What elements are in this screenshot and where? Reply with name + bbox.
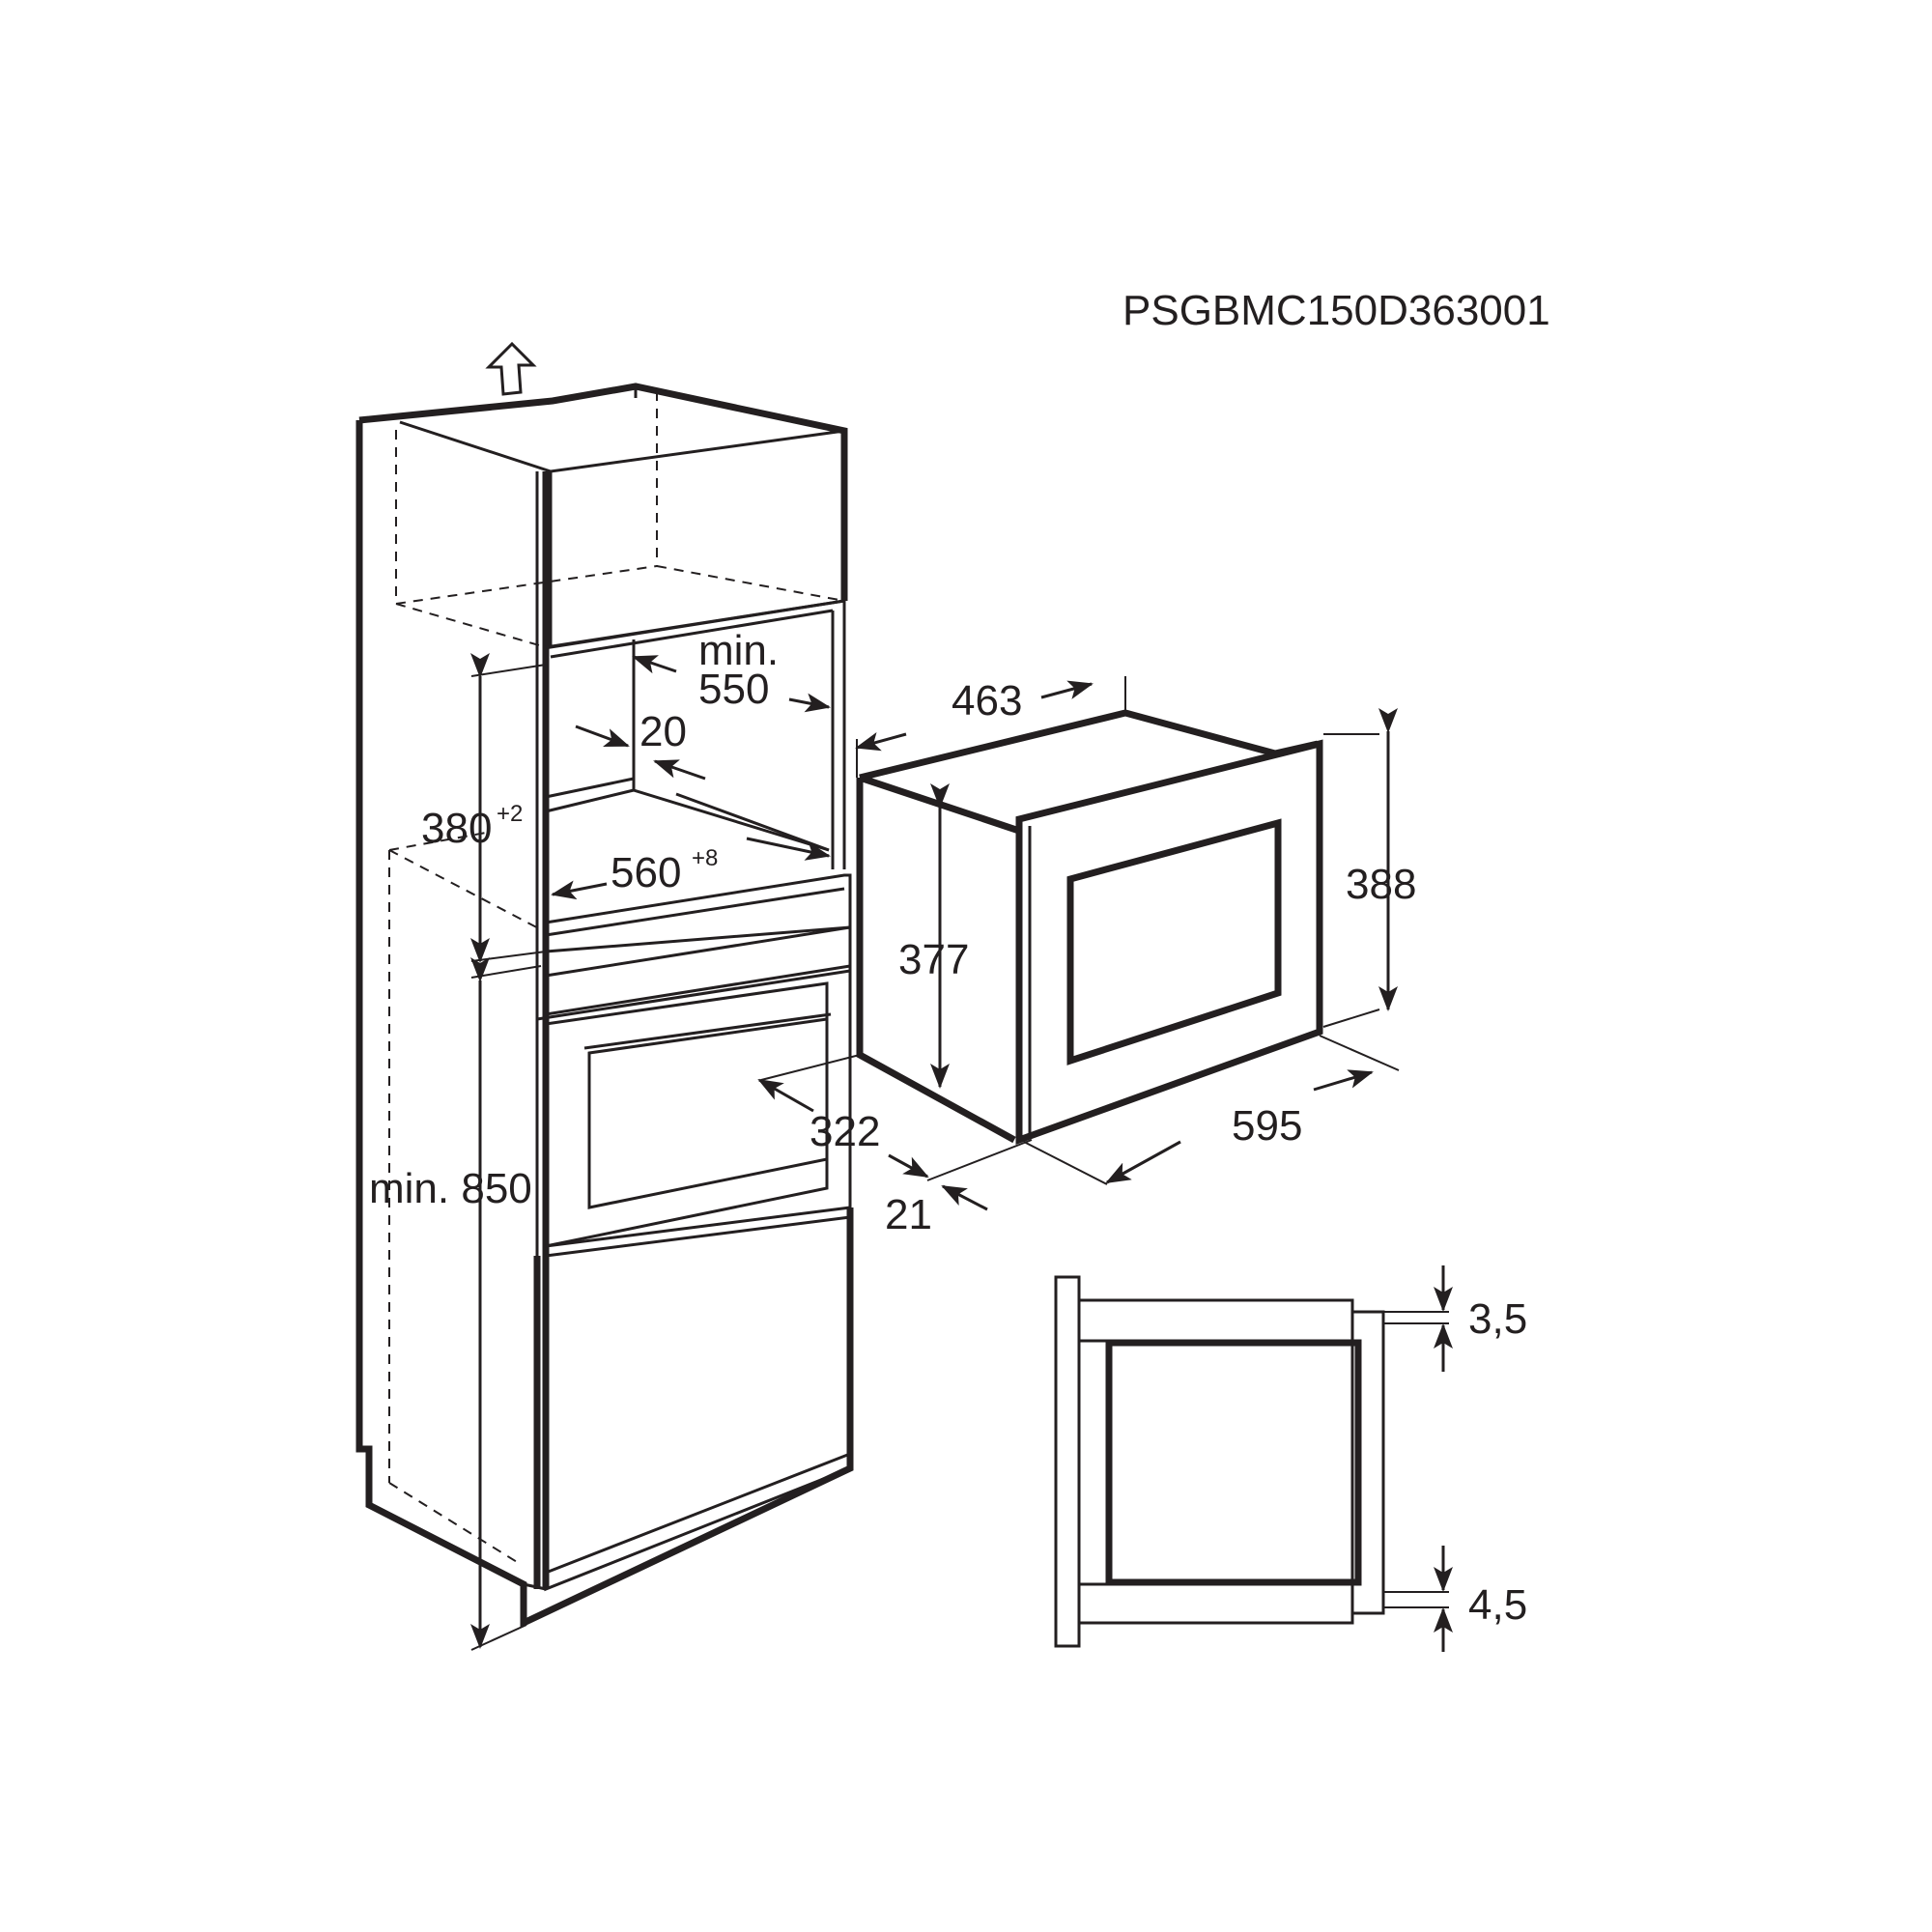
ventilation-arrow-icon xyxy=(485,341,537,396)
depth-offset-value: 322 xyxy=(810,1108,880,1155)
front-width-value: 595 xyxy=(1232,1102,1302,1150)
niche-width-value: 560 xyxy=(611,849,681,896)
front-height-value: 388 xyxy=(1346,861,1416,908)
appliance-width-depth-value: 463 xyxy=(952,677,1022,724)
model-code: PSGBMC150D363001 xyxy=(1122,287,1550,334)
tall-cabinet xyxy=(355,341,854,1629)
niche-depth-value: 550 xyxy=(698,666,769,713)
back-gap-value: 20 xyxy=(639,708,687,755)
niche-height-tolerance: +2 xyxy=(497,801,523,827)
top-gap-value: 3,5 xyxy=(1468,1295,1527,1343)
floor-height-label: min. 850 xyxy=(369,1165,532,1212)
cabinet-dimensions: 380 +2 min. 850 min. 550 20 560 +8 xyxy=(369,627,831,1651)
side-view-detail: 3,5 4,5 xyxy=(1054,1265,1527,1652)
microwave-appliance: 463 377 388 595 322 21 xyxy=(757,676,1416,1238)
niche-width-tolerance: +8 xyxy=(692,845,718,871)
niche-depth-label: min. xyxy=(698,627,779,674)
bottom-gap-value: 4,5 xyxy=(1468,1581,1527,1629)
frame-thickness-value: 21 xyxy=(885,1191,932,1238)
body-height-value: 377 xyxy=(898,936,969,983)
niche-height-value: 380 xyxy=(421,805,492,852)
